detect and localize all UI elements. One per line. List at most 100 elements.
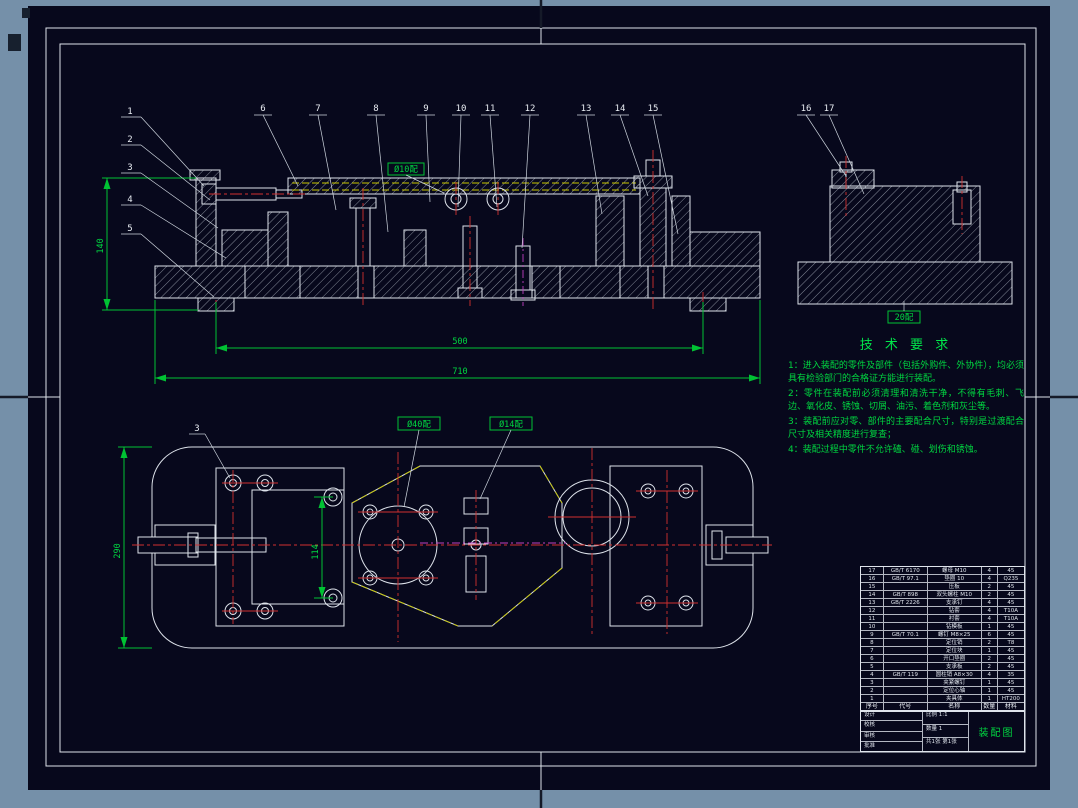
bom-cell: 定位心轴 [927,687,982,695]
bom-cell: 定位销 [927,639,982,647]
bom-cell: 7 [861,647,884,655]
balloon-12: 12 [525,104,536,114]
balloons-side: 16 17 [797,104,865,195]
side-section-view: 20配 [797,156,1013,324]
sheet-field: 共1张 第1张 [926,739,957,746]
title-block-field: 审核 [861,732,922,742]
bom-cell [883,583,928,591]
bom-cell: 45 [997,687,1024,695]
bom-cell: 45 [997,647,1024,655]
bom-cell: 13 [861,599,884,607]
bom-cell: 压板 [927,583,982,591]
balloon-13: 13 [581,104,592,114]
centering-marks-inner [28,28,1050,790]
drawing-title-cell: 装配图 [969,711,1024,751]
bom-cell: GB/T 119 [883,671,928,679]
bom-cell: 支承板 [927,663,982,671]
plan-balloon: 3 [194,424,199,434]
dim-overall: 710 [452,367,467,377]
balloon-4: 4 [127,195,132,205]
bom-cell: 2 [981,583,998,591]
bom-cell: 10 [861,623,884,631]
balloons-top: 6 7 8 9 10 11 12 13 14 15 [254,104,679,249]
bom-cell: 45 [997,583,1024,591]
bom-cell: 4 [981,607,998,615]
title-block-field: 设计 [861,711,922,722]
bom-cell [883,655,928,663]
title-block-signatures: 设计 校核 审核 批准 [861,711,923,751]
drawing-title: 装配图 [978,727,1015,739]
bom-cell: 1 [981,679,998,687]
bom-cell: 1 [981,695,998,703]
bom-cell: 定位块 [927,647,982,655]
fit-label-a: Ø10配 [394,164,418,175]
bom-cell: 8 [861,639,884,647]
title-block-meta: 比例 1:1 数量 1 共1张 第1张 [923,711,969,751]
bom-cell: 垫圈 10 [927,575,982,583]
bom-cell: 45 [997,591,1024,599]
bom-cell: HT200 [997,695,1024,703]
scale-field: 比例 1:1 [923,711,968,725]
bom-cell: GB/T 70.1 [883,631,928,639]
plan-view [132,446,772,649]
bom-cell [883,695,928,703]
bom-cell: 4 [981,671,998,679]
bom-cell: 14 [861,591,884,599]
bom-cell: 2 [981,655,998,663]
bom-cell: 螺母 M10 [927,567,982,575]
bom-cell [883,687,928,695]
balloon-2: 2 [127,135,132,145]
front-section-view [154,150,761,318]
fit-label-d: 20配 [895,313,914,323]
technical-note: 3：装配前应对零、部件的主要配合尺寸，特别是过渡配合尺寸及相关精度进行复查； [788,417,1024,441]
balloon-14: 14 [615,104,626,114]
dim-hole-span: 114 [311,544,321,559]
balloon-1: 1 [127,107,132,117]
bom-cell: 1 [981,647,998,655]
balloon-9: 9 [423,104,428,114]
front-dimensions: 500 710 140 Ø10配 [96,162,761,384]
bom-cell: 螺钉 M8×25 [927,631,982,639]
balloon-10: 10 [456,104,467,114]
bom-cell: 4 [981,567,998,575]
balloon-7: 7 [315,104,320,114]
technical-note: 2：零件在装配前必须清理和清洗干净，不得有毛刺、飞边、氧化皮、锈蚀、切屑、油污、… [788,389,1024,413]
bom-cell: 9 [861,631,884,639]
balloon-3: 3 [127,163,132,173]
bom-cell: GB/T 97.1 [883,575,928,583]
corner-artifact [8,8,30,51]
bom-cell [883,647,928,655]
bom-cell: 3 [861,679,884,687]
bom-cell: GB/T 898 [883,591,928,599]
balloon-6: 6 [260,104,265,114]
plan-dimensions: 290 114 Ø40配 Ø14配 3 [113,416,533,649]
balloon-15: 15 [648,104,659,114]
bom-cell: 35 [997,671,1024,679]
bom-cell: 12 [861,607,884,615]
bom-cell: 钻模板 [927,623,982,631]
balloon-16: 16 [801,104,812,114]
bom-cell [883,623,928,631]
bom-cell: 45 [997,599,1024,607]
bom-cell: 45 [997,623,1024,631]
title-block-field: 校核 [861,721,922,732]
bom-cell: 衬套 [927,615,982,623]
technical-requirements-title: 技 术 要 求 [859,338,953,353]
bom-cell: GB/T 2226 [883,599,928,607]
bom-cell [883,639,928,647]
technical-note: 4：装配过程中零件不允许磕、碰、划伤和锈蚀。 [788,445,983,456]
title-block-field: 批准 [864,742,876,749]
bom-cell: GB/T 6170 [883,567,928,575]
